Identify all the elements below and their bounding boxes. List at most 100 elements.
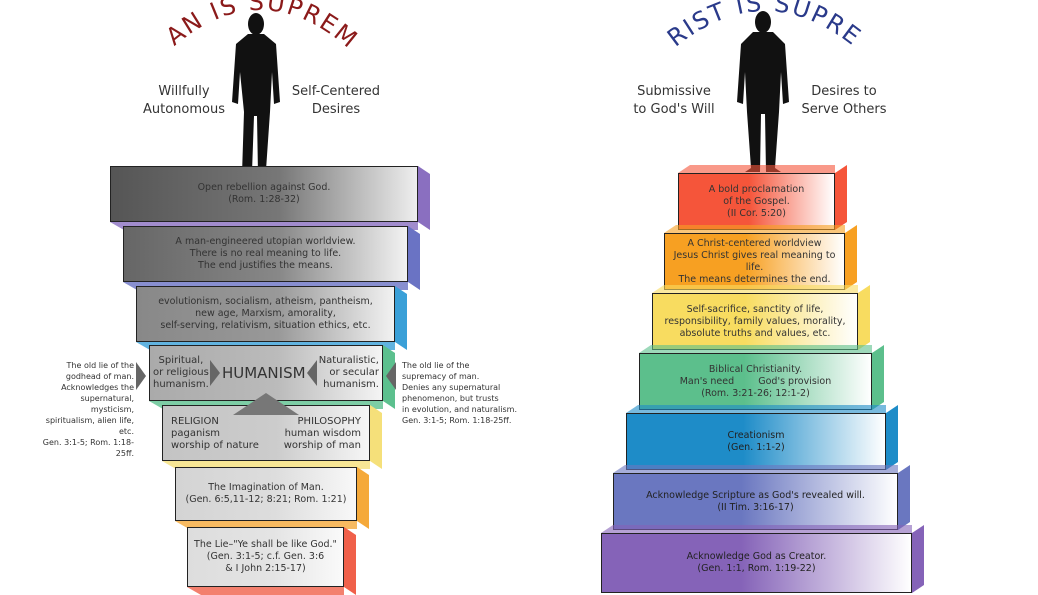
block-text-line: humanism.	[323, 379, 379, 390]
block-top-face	[664, 225, 845, 233]
block-text-line: (Gen. 3:1-5; c.f. Gen. 3:6	[206, 551, 325, 562]
block-text-line: or secular	[329, 367, 379, 378]
block-text-line: worship of man	[283, 440, 361, 451]
block-text-line: A Christ-centered worldview	[687, 237, 822, 249]
block-front-face: The Lie–"Ye shall be like God."(Gen. 3:1…	[187, 527, 344, 587]
block-bottom-face	[175, 521, 357, 529]
block-side-face	[395, 286, 407, 350]
block-side-face	[845, 225, 857, 290]
left-level-1: Open rebellion against God.(Rom. 1:28-32…	[110, 166, 418, 230]
block-bottom-face	[187, 587, 344, 595]
block-text-line: humanism.	[153, 379, 209, 390]
block-text-line: Jesus Christ gives real meaning to life.	[673, 249, 836, 273]
block-text-line: Acknowledge God as Creator.	[686, 551, 827, 562]
block-text-line: evolutionism, socialism, atheism, panthe…	[158, 296, 373, 307]
christian-figure-icon	[737, 11, 789, 172]
block-text-line: of the Gospel.	[723, 195, 790, 207]
block-text-line: The means determines the end.	[678, 273, 831, 285]
block-side-face	[835, 165, 847, 230]
block-text-line: self-serving, relativism, situation ethi…	[160, 320, 371, 331]
block-top-face	[613, 465, 898, 473]
arrow-left-icon	[386, 362, 396, 390]
block-text-line: absolute truths and values, etc.	[679, 327, 831, 339]
block-text-line: Acknowledge Scripture as God's revealed …	[646, 489, 865, 501]
block-text-line: & I John 2:15-17)	[225, 563, 306, 574]
block-top-face	[601, 525, 912, 533]
humanism-title: HUMANISM	[221, 364, 306, 382]
block-text-line: (II Tim. 3:16-17)	[717, 501, 794, 513]
block-text-line: (Gen. 6:5,11-12; 8:21; Rom. 1:21)	[185, 494, 347, 505]
block-text-line: (Rom. 1:28-32)	[228, 194, 300, 205]
block-side-face	[886, 405, 898, 470]
block-text-line: Man's need God's provision	[679, 375, 832, 387]
block-text-line: Self-sacrifice, sanctity of life,	[686, 303, 824, 315]
block-side-face	[898, 465, 910, 530]
block-side-face	[370, 405, 382, 469]
block-text-line: The Imagination of Man.	[208, 482, 324, 493]
block-front-face: Self-sacrifice, sanctity of life,respons…	[652, 293, 858, 350]
block-front-face: Acknowledge God as Creator.(Gen. 1:1, Ro…	[601, 533, 912, 593]
block-text-line: Spiritual,	[158, 355, 204, 366]
left-level-7: The Lie–"Ye shall be like God."(Gen. 3:1…	[187, 527, 344, 595]
block-text-line: There is no real meaning to life.	[189, 248, 342, 259]
block-text-line: (II Cor. 5:20)	[727, 207, 786, 219]
block-side-face	[872, 345, 884, 410]
left-level-6: The Imagination of Man.(Gen. 6:5,11-12; …	[175, 467, 357, 529]
left-level-3: evolutionism, socialism, atheism, panthe…	[136, 286, 395, 350]
arrow-right-icon	[210, 360, 221, 386]
triangle-up-icon	[233, 393, 299, 415]
block-top-face	[652, 285, 858, 293]
block-text-line: A bold proclamation	[708, 183, 805, 195]
block-text-line: The end justifies the means.	[198, 260, 333, 271]
block-text-line: (Rom. 3:21-26; 12:1-2)	[701, 387, 810, 399]
block-top-face	[678, 165, 835, 173]
block-front-face: The Imagination of Man.(Gen. 6:5,11-12; …	[175, 467, 357, 521]
block-text-line: or religious	[153, 367, 209, 378]
block-side-face	[357, 467, 369, 529]
block-side-face	[912, 525, 924, 593]
block-side-face	[408, 226, 420, 290]
block-text-line: (Gen. 1:1-2)	[727, 441, 785, 453]
block-text-line: worship of nature	[171, 440, 259, 451]
right-level-7: Acknowledge God as Creator.(Gen. 1:1, Ro…	[601, 525, 912, 593]
right-level-6: Acknowledge Scripture as God's revealed …	[613, 465, 898, 530]
block-text-line: A man-engineered utopian worldview.	[175, 236, 356, 247]
block-front-face: evolutionism, socialism, atheism, panthe…	[136, 286, 395, 342]
block-bottom-face	[162, 461, 370, 469]
arrow-left-icon	[307, 360, 318, 386]
block-text-line: Creationism	[727, 429, 785, 441]
right-level-4: Biblical Christianity.Man's need God's p…	[639, 345, 872, 410]
block-top-face	[639, 345, 872, 353]
right-level-5: Creationism(Gen. 1:1-2)	[626, 405, 886, 470]
man-figure-icon	[232, 13, 280, 174]
right-level-3: Self-sacrifice, sanctity of life,respons…	[652, 285, 858, 350]
block-front-face: A man-engineered utopian worldview.There…	[123, 226, 408, 282]
block-front-face: Open rebellion against God.(Rom. 1:28-32…	[110, 166, 418, 222]
block-text-line: human wisdom	[284, 428, 361, 439]
left-level-2: A man-engineered utopian worldview.There…	[123, 226, 408, 290]
block-text-line: new age, Marxism, amorality,	[195, 308, 336, 319]
block-text-line: (Gen. 1:1, Rom. 1:19-22)	[697, 563, 816, 574]
block-text-line: Naturalistic,	[318, 355, 379, 366]
block-text-line: Biblical Christianity.	[708, 363, 803, 375]
block-text-line: RELIGION	[171, 416, 219, 427]
block-text-line: PHILOSOPHY	[297, 416, 361, 427]
block-text-line: responsibility, family values, morality,	[664, 315, 846, 327]
block-top-face	[626, 405, 886, 413]
block-side-face	[344, 527, 356, 595]
